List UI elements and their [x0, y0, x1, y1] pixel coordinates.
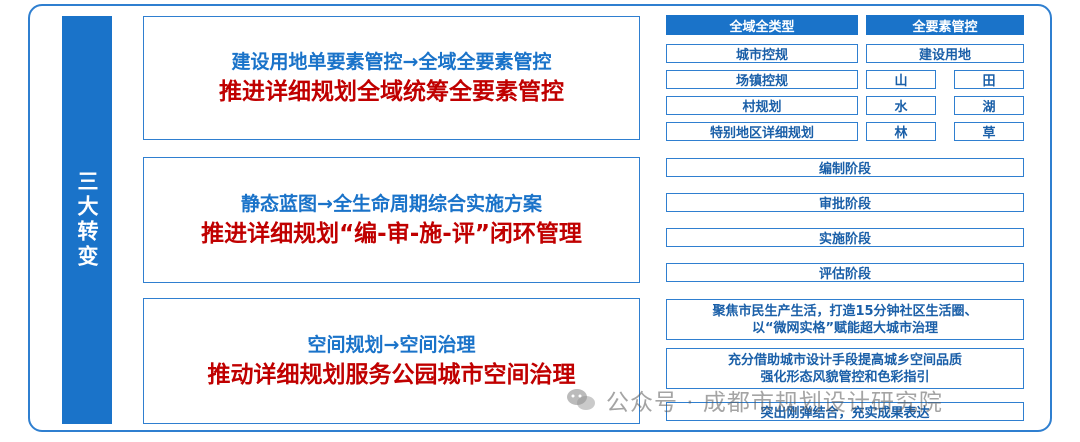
element-forest: 林: [866, 122, 936, 141]
element-grass: 草: [954, 122, 1024, 141]
governance-box-1: 聚焦市民生产生活，打造15分钟社区生活圈、 以“微网实格”赋能超大城市治理: [666, 299, 1024, 340]
governance-box-2: 充分借助城市设计手段提高城乡空间品质 强化形态风貌管控和色彩指引: [666, 348, 1024, 389]
stage-compilation: 编制阶段: [666, 158, 1024, 177]
type-item-special-area: 特别地区详细规划: [666, 122, 858, 141]
stage-evaluation: 评估阶段: [666, 263, 1024, 282]
governance-box-2-line2: 强化形态风貌管控和色彩指引: [760, 369, 930, 385]
element-water: 水: [866, 96, 936, 115]
wechat-icon: [567, 389, 595, 410]
type-item-village-plan: 村规划: [666, 96, 858, 115]
element-lake: 湖: [954, 96, 1024, 115]
panel-3-line2: 推动详细规划服务公园城市空间治理: [207, 362, 576, 388]
header-all-types: 全域全类型: [666, 15, 858, 35]
stage-implementation: 实施阶段: [666, 228, 1024, 247]
type-item-town-control: 场镇控规: [666, 70, 858, 89]
element-construction-land: 建设用地: [866, 44, 1024, 63]
stage-approval: 审批阶段: [666, 193, 1024, 212]
panel-2-line2: 推进详细规划“编-审-施-评”闭环管理: [201, 221, 582, 247]
side-label-bar: 三大转变: [62, 16, 112, 424]
panel-1-line1: 建设用地单要素管控→全域全要素管控: [231, 51, 552, 73]
governance-box-1-line2: 以“微网实格”赋能超大城市治理: [751, 320, 939, 336]
side-label: 三大转变: [75, 170, 99, 270]
watermark-text: 公众号 · 成都市规划设计研究院: [606, 390, 943, 416]
type-item-city-control: 城市控规: [666, 44, 858, 63]
panel-2-line1: 静态蓝图→全生命周期综合实施方案: [241, 193, 542, 215]
panel-3-line1: 空间规划→空间治理: [307, 334, 476, 356]
outer-frame: [28, 4, 1052, 432]
panel-transformation-3: 空间规划→空间治理 推动详细规划服务公园城市空间治理: [143, 298, 640, 424]
watermark: 公众号 · 成都市规划设计研究院: [566, 383, 943, 417]
header-all-elements: 全要素管控: [866, 15, 1024, 35]
panel-transformation-1: 建设用地单要素管控→全域全要素管控 推进详细规划全域统筹全要素管控: [143, 16, 640, 140]
governance-box-1-line1: 聚焦市民生产生活，打造15分钟社区生活圈、: [712, 303, 978, 319]
governance-box-2-line1: 充分借助城市设计手段提高城乡空间品质: [727, 352, 962, 368]
element-field: 田: [954, 70, 1024, 89]
element-mountain: 山: [866, 70, 936, 89]
panel-1-line2: 推进详细规划全域统筹全要素管控: [219, 79, 564, 105]
panel-transformation-2: 静态蓝图→全生命周期综合实施方案 推进详细规划“编-审-施-评”闭环管理: [143, 157, 640, 283]
governance-box-3: 突出刚弹结合，充实成果表达: [666, 402, 1024, 421]
